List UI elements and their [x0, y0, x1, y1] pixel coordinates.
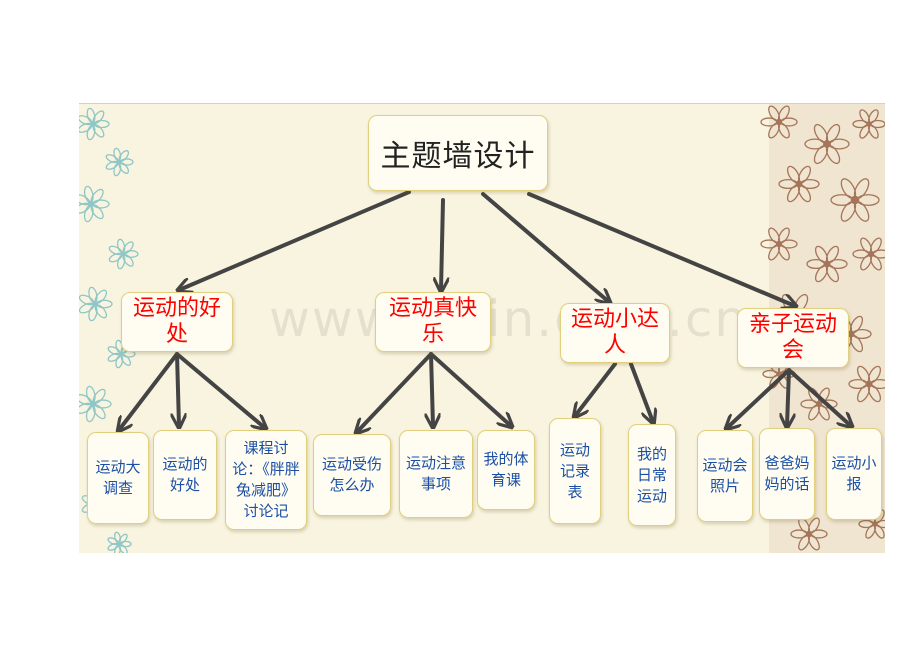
watermark: www.zixin.com.cn: [269, 290, 749, 348]
leaf-node-newsletter: 运动小报: [826, 428, 882, 520]
theme-wall-board: www.zixin.com.cn 主题墙设计 运动的好处 运动真快乐 运动小达人…: [79, 103, 885, 553]
category-node-achiever: 运动小达人: [560, 303, 670, 363]
connector-arrow: [429, 352, 511, 426]
connector-arrow: [177, 352, 179, 426]
leaf-node-parents-words: 爸爸妈妈的话: [759, 428, 815, 520]
connector-arrow: [787, 368, 851, 426]
connector-arrow: [527, 192, 795, 306]
leaf-node-injury: 运动受伤怎么办: [313, 434, 391, 516]
leaf-node-survey: 运动大调查: [87, 432, 149, 524]
leaf-node-record-sheet: 运动记录表: [549, 418, 601, 524]
connector-arrow: [431, 352, 433, 426]
connector-arrow: [727, 368, 791, 428]
leaf-node-photos: 运动会照片: [697, 430, 753, 522]
connector-arrow: [175, 352, 265, 428]
connector-arrow: [481, 192, 609, 302]
connector-arrow: [787, 368, 789, 426]
connector-arrow: [357, 352, 433, 432]
connector-arrow: [441, 198, 443, 290]
category-node-benefits: 运动的好处: [121, 292, 233, 352]
connector-arrows: [119, 190, 851, 432]
connector-arrow: [629, 362, 653, 422]
leaf-node-discussion: 课程讨论：《胖胖兔减肥》讨论记: [225, 430, 307, 530]
category-node-fun: 运动真快乐: [375, 292, 491, 352]
leaf-node-pe-class: 我的体育课: [477, 430, 535, 510]
root-node-title: 主题墙设计: [368, 115, 548, 191]
leaf-node-daily-exercise: 我的日常运动: [628, 424, 676, 526]
connector-arrow: [575, 362, 617, 416]
category-node-family-sports: 亲子运动会: [737, 308, 849, 368]
leaf-node-precautions: 运动注意事项: [399, 430, 473, 518]
leaf-node-benefits: 运动的好处: [153, 430, 217, 520]
connector-arrow: [179, 190, 411, 290]
connector-arrow: [119, 352, 179, 430]
